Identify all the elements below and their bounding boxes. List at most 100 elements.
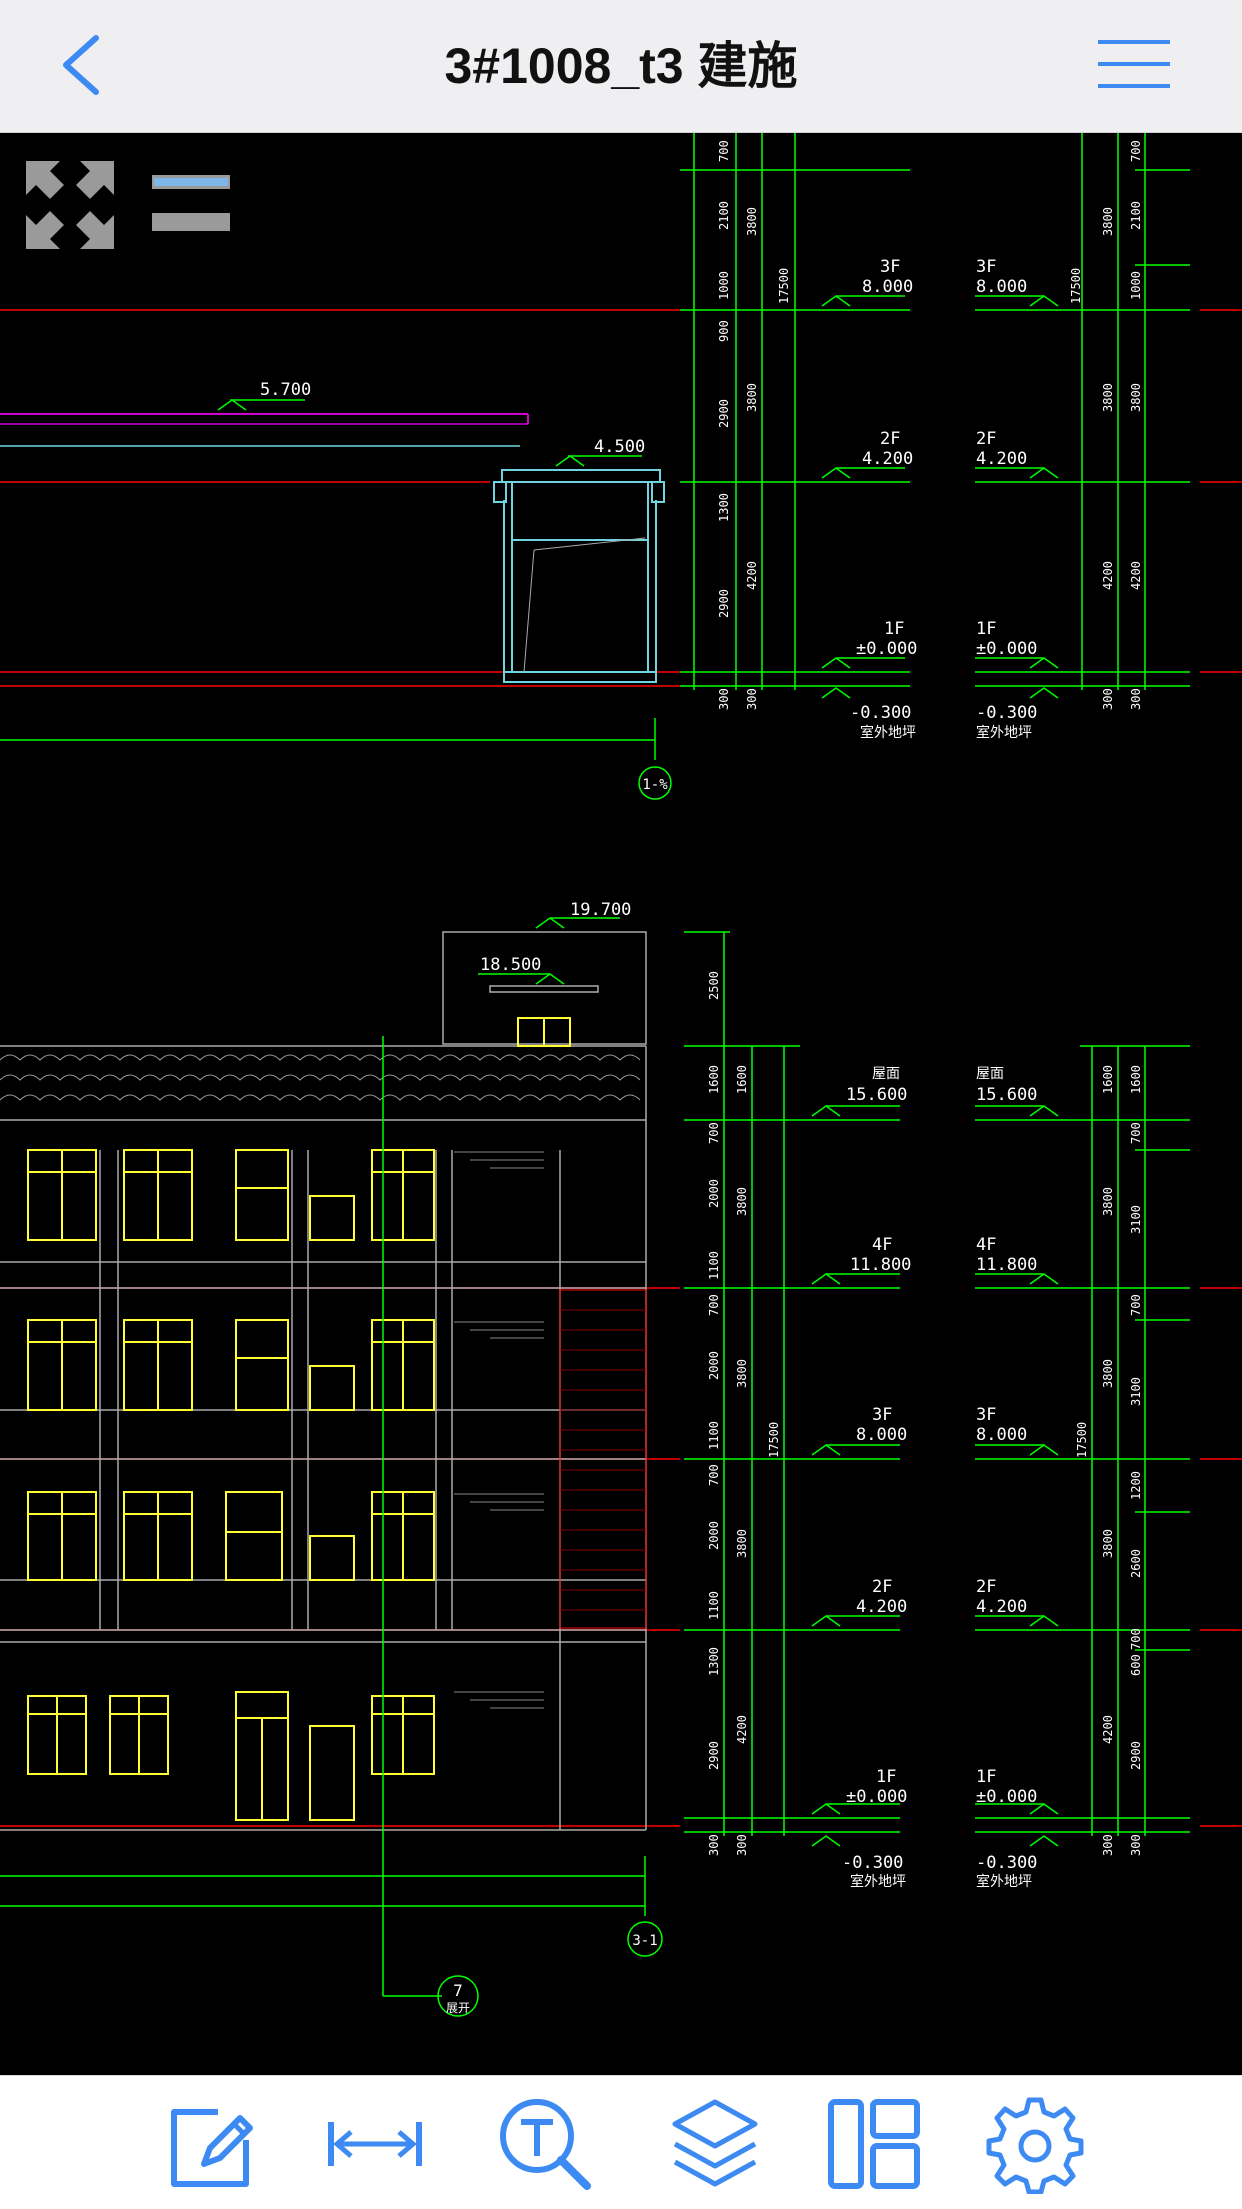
lower-level-lines <box>0 1287 1242 1827</box>
svg-text:3800: 3800 <box>1101 1187 1115 1216</box>
edit-tool-button[interactable] <box>160 2094 260 2194</box>
lower-axis-bubble <box>627 1921 663 1957</box>
svg-text:700: 700 <box>1129 140 1143 162</box>
svg-text:3100: 3100 <box>1129 1377 1143 1406</box>
level-floor: 1F <box>976 619 996 639</box>
upper-levels-right: 3F 8.000 2F 4.200 1F ±0.000 -0.300 室外地坪 <box>976 257 1037 741</box>
edit-pencil-icon <box>171 2109 253 2187</box>
svg-text:300: 300 <box>1101 1834 1115 1856</box>
svg-text:2000: 2000 <box>707 1351 721 1380</box>
svg-text:3800: 3800 <box>745 207 759 236</box>
canopy-structure <box>493 469 665 683</box>
svg-text:3800: 3800 <box>1101 207 1115 236</box>
level-value: ±0.000 <box>856 639 917 659</box>
settings-button[interactable] <box>985 2094 1085 2195</box>
level-floor: 2F <box>976 429 996 449</box>
svg-text:1F: 1F <box>976 1767 996 1787</box>
svg-text:屋面: 屋面 <box>872 1066 900 1082</box>
svg-text:室外地坪: 室外地坪 <box>976 1873 1032 1890</box>
svg-text:屋面: 屋面 <box>976 1066 1004 1082</box>
svg-text:3800: 3800 <box>1101 1359 1115 1388</box>
svg-text:4F: 4F <box>976 1235 996 1255</box>
svg-text:700: 700 <box>707 1122 721 1144</box>
svg-text:1600: 1600 <box>1129 1065 1143 1094</box>
svg-text:2100: 2100 <box>717 201 731 230</box>
svg-text:300: 300 <box>717 688 731 710</box>
menu-button[interactable] <box>1090 28 1180 108</box>
stair-hatch <box>454 1151 544 1709</box>
svg-text:3F: 3F <box>872 1405 892 1425</box>
upper-roof-level: 5.700 <box>260 380 311 400</box>
svg-text:1100: 1100 <box>707 1421 721 1450</box>
svg-text:2900: 2900 <box>707 1741 721 1770</box>
svg-text:900: 900 <box>717 320 731 342</box>
svg-text:300: 300 <box>1129 1834 1143 1856</box>
svg-text:4200: 4200 <box>1129 561 1143 590</box>
upper-axis-label: 1-% <box>642 777 668 793</box>
svg-text:1300: 1300 <box>717 493 731 522</box>
svg-text:17500: 17500 <box>1075 1422 1089 1458</box>
svg-text:11.800: 11.800 <box>976 1255 1037 1275</box>
layers-button[interactable] <box>665 2094 765 2194</box>
lower-dim-texts: 2500 1600 700 2000 1100 700 2000 1100 70… <box>707 971 1143 1856</box>
expand-arrows-icon[interactable] <box>20 155 120 255</box>
lower-dimension-grid <box>684 931 1190 1836</box>
windows <box>27 1017 571 1821</box>
svg-text:3100: 3100 <box>1129 1205 1143 1234</box>
brick-wall <box>559 1289 647 1629</box>
svg-text:8.000: 8.000 <box>856 1425 907 1445</box>
center-axis-label: 7 <box>453 1981 463 2000</box>
svg-text:3800: 3800 <box>745 383 759 412</box>
cad-drawing-canvas[interactable]: 1-% 5.700 4.500 3F 8.000 2F 4.200 1F ±0.… <box>0 133 1242 2075</box>
upper-canopy-level: 4.500 <box>594 437 645 457</box>
svg-text:3800: 3800 <box>1101 383 1115 412</box>
back-button[interactable] <box>40 20 130 110</box>
svg-text:1600: 1600 <box>1101 1065 1115 1094</box>
brick-pattern <box>560 1309 646 1611</box>
svg-text:300: 300 <box>1101 688 1115 710</box>
svg-text:2100: 2100 <box>1129 201 1143 230</box>
ground-note: 室外地坪 <box>976 724 1032 741</box>
lower-levels-right: 屋面 15.600 4F 11.800 3F 8.000 2F 4.200 1F… <box>976 1066 1037 1890</box>
svg-text:1000: 1000 <box>717 271 731 300</box>
canvas-overlay-tools <box>20 155 250 265</box>
svg-text:2F: 2F <box>872 1577 892 1597</box>
svg-text:15.600: 15.600 <box>846 1085 907 1105</box>
text-search-button[interactable] <box>495 2094 595 2194</box>
svg-text:2900: 2900 <box>717 399 731 428</box>
measure-distance-icon <box>328 2122 422 2166</box>
lower-axis-lines <box>0 1036 646 1997</box>
svg-text:300: 300 <box>707 1834 721 1856</box>
chevron-left-icon <box>63 35 99 95</box>
lower-parapet-level: 18.500 <box>480 955 541 975</box>
text-search-icon <box>500 2099 591 2190</box>
svg-text:4.200: 4.200 <box>856 1597 907 1617</box>
ground-note: 室外地坪 <box>860 724 916 741</box>
svg-text:700: 700 <box>1129 1294 1143 1316</box>
svg-text:3800: 3800 <box>1129 383 1143 412</box>
svg-text:室外地坪: 室外地坪 <box>850 1873 906 1890</box>
svg-text:2F: 2F <box>976 1577 996 1597</box>
measure-tool-button[interactable] <box>325 2094 425 2194</box>
level-floor: 3F <box>880 257 900 277</box>
lower-levels-left: 屋面 15.600 4F 11.800 3F 8.000 2F 4.200 1F… <box>842 1066 911 1890</box>
top-bar: 3#1008_t3 建施 <box>0 0 1242 133</box>
svg-text:2600: 2600 <box>1129 1549 1143 1578</box>
svg-text:1100: 1100 <box>707 1251 721 1280</box>
svg-text:4F: 4F <box>872 1235 892 1255</box>
svg-text:2500: 2500 <box>707 971 721 1000</box>
level-floor: 1F <box>884 619 904 639</box>
svg-text:±0.000: ±0.000 <box>976 1787 1037 1807</box>
svg-text:700: 700 <box>1129 1628 1143 1650</box>
svg-text:600: 600 <box>1129 1654 1143 1676</box>
svg-text:11.800: 11.800 <box>850 1255 911 1275</box>
lower-axis-label: 3-1 <box>632 1933 657 1949</box>
upper-level-lines <box>0 309 1242 687</box>
svg-text:17500: 17500 <box>777 268 791 304</box>
layer-lines-icon[interactable] <box>150 173 240 253</box>
layout-button[interactable] <box>825 2094 925 2194</box>
svg-text:4.200: 4.200 <box>976 1597 1027 1617</box>
layers-icon <box>672 2099 758 2187</box>
svg-text:1600: 1600 <box>735 1065 749 1094</box>
bottom-toolbar <box>0 2075 1242 2209</box>
